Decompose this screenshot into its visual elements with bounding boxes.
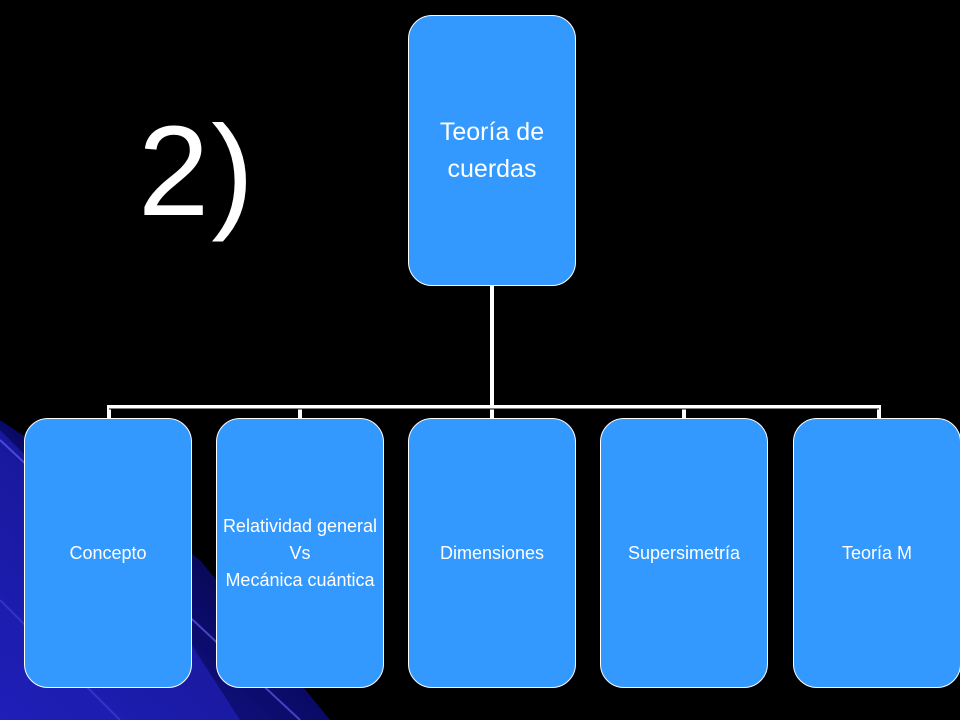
child-node-label: Teoría M — [841, 542, 913, 563]
child-node-label: Dimensiones — [439, 542, 545, 563]
root-node-label: Teoría de cuerdas — [439, 118, 545, 183]
child-node-label: Relatividad general Vs Mecánica cuántica — [222, 515, 378, 590]
child-node-supersimetria: Supersimetría — [600, 418, 768, 688]
root-node-teoria-de-cuerdas: Teoría de cuerdas — [408, 15, 576, 286]
child-node-label: Concepto — [69, 542, 147, 563]
child-node-teoria-m: Teoría M — [793, 418, 960, 688]
slide-number-label: 2) — [138, 100, 256, 243]
child-node-concepto: Concepto — [24, 418, 192, 688]
child-node-label: Supersimetría — [627, 542, 741, 563]
child-node-relatividad-vs-cuantica: Relatividad general Vs Mecánica cuántica — [216, 418, 384, 688]
child-node-dimensiones: Dimensiones — [408, 418, 576, 688]
